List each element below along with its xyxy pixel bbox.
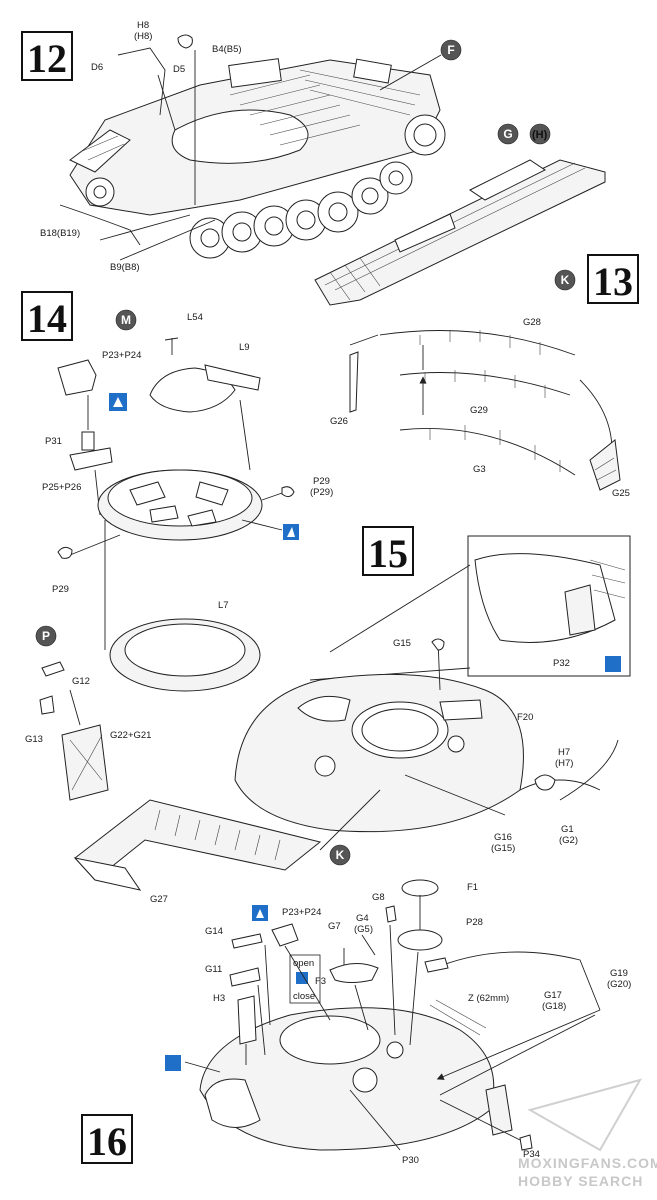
label-close: close (293, 991, 315, 1002)
label-p29-left: P29 (52, 584, 69, 595)
label-g27: G27 (150, 894, 168, 905)
sprue-marker-g: G (497, 123, 519, 145)
label-l54: L54 (187, 312, 203, 323)
label-d6: D6 (91, 62, 103, 73)
label-p23p24: P23+P24 (102, 350, 141, 361)
paint-icon-16 (165, 1055, 181, 1071)
label-g25: G25 (612, 488, 630, 499)
watermark-site: MOXINGFANS.COM (518, 1155, 657, 1171)
svg-text:K: K (336, 848, 345, 862)
label-l7: L7 (218, 600, 229, 611)
label-b18: B18(B19) (40, 228, 80, 239)
label-g16-alt: (G15) (491, 843, 515, 854)
label-p32: P32 (553, 658, 570, 669)
label-h7: H7 (558, 747, 570, 758)
label-g4: G4 (356, 913, 369, 924)
label-b9: B9(B8) (110, 262, 140, 273)
step-13: 13 K G28 G26 G29 G3 G25 (330, 254, 639, 499)
step-number-13: 13 (593, 259, 633, 304)
label-f3: F3 (315, 976, 326, 987)
label-g22g21: G22+G21 (110, 730, 151, 741)
sprue-marker-m: M (115, 309, 137, 331)
label-g14: G14 (205, 926, 223, 937)
label-p29: P29 (313, 476, 330, 487)
label-g19-alt: (G20) (607, 979, 631, 990)
label-g3: G3 (473, 464, 486, 475)
label-g17: G17 (544, 990, 562, 1001)
label-g4-alt: (G5) (354, 924, 373, 935)
label-g17-alt: (G18) (542, 1001, 566, 1012)
label-l9: L9 (239, 342, 250, 353)
label-p25p26: P25+P26 (42, 482, 81, 493)
svg-text:K: K (561, 273, 570, 287)
side-skirt-assembly: G (H) (314, 123, 606, 306)
label-h8: H8 (137, 20, 149, 31)
label-g15: G15 (393, 638, 411, 649)
label-g19: G19 (610, 968, 628, 979)
svg-text:F: F (447, 43, 454, 57)
label-b4: B4(B5) (212, 44, 242, 55)
label-g8: G8 (372, 892, 385, 903)
label-p23p24-16: P23+P24 (282, 907, 321, 918)
rotate-icon (296, 972, 308, 984)
step-14: 14 M L54 (21, 291, 333, 801)
label-p28: P28 (466, 917, 483, 928)
step-number-12: 12 (27, 36, 67, 81)
label-g13: G13 (25, 734, 43, 745)
label-p29-alt: (P29) (310, 487, 333, 498)
sprue-marker-f: F (440, 39, 462, 61)
label-h3: H3 (213, 993, 225, 1004)
label-z: Z (62mm) (468, 993, 509, 1004)
hull-drawing (69, 58, 446, 259)
svg-text:P: P (42, 629, 50, 643)
label-f1: F1 (467, 882, 478, 893)
label-p31: P31 (45, 436, 62, 447)
label-p30: P30 (402, 1155, 419, 1166)
label-g16: G16 (494, 832, 512, 843)
step-15: 15 P32 G15 F20 H7 (H7) G16 (G15) G1 (G2) (73, 526, 631, 905)
label-open: open (293, 958, 314, 969)
label-g26: G26 (330, 416, 348, 427)
label-p34: P34 (523, 1149, 540, 1160)
label-d5: D5 (173, 64, 185, 75)
svg-text:G: G (503, 127, 512, 141)
label-g28: G28 (523, 317, 541, 328)
step-number-16: 16 (87, 1119, 127, 1164)
sprue-marker-k-13: K (554, 269, 576, 291)
label-g11: G11 (205, 964, 222, 975)
svg-text:(H): (H) (532, 129, 548, 141)
label-g7: G7 (328, 921, 341, 932)
step-16: 16 (81, 879, 631, 1166)
sprue-marker-h: (H) (529, 123, 551, 145)
paint-icon-15 (605, 656, 621, 672)
step12-parts (59, 34, 216, 261)
watermark: MOXINGFANS.COM HOBBY SEARCH (518, 1078, 657, 1189)
label-f20: F20 (517, 712, 533, 723)
label-g1: G1 (561, 824, 574, 835)
label-g29: G29 (470, 405, 488, 416)
svg-text:M: M (121, 313, 131, 327)
label-g12: G12 (72, 676, 90, 687)
step-number-14: 14 (27, 296, 67, 341)
step-number-15: 15 (368, 531, 408, 576)
step-12: 12 (21, 20, 462, 273)
label-h7-alt: (H7) (555, 758, 573, 769)
sprue-marker-k-15: K (329, 844, 351, 866)
watermark-brand: HOBBY SEARCH (518, 1173, 643, 1189)
label-g1-alt: (G2) (559, 835, 578, 846)
label-h8-alt: (H8) (134, 31, 152, 42)
sprue-marker-p: P (35, 625, 57, 647)
